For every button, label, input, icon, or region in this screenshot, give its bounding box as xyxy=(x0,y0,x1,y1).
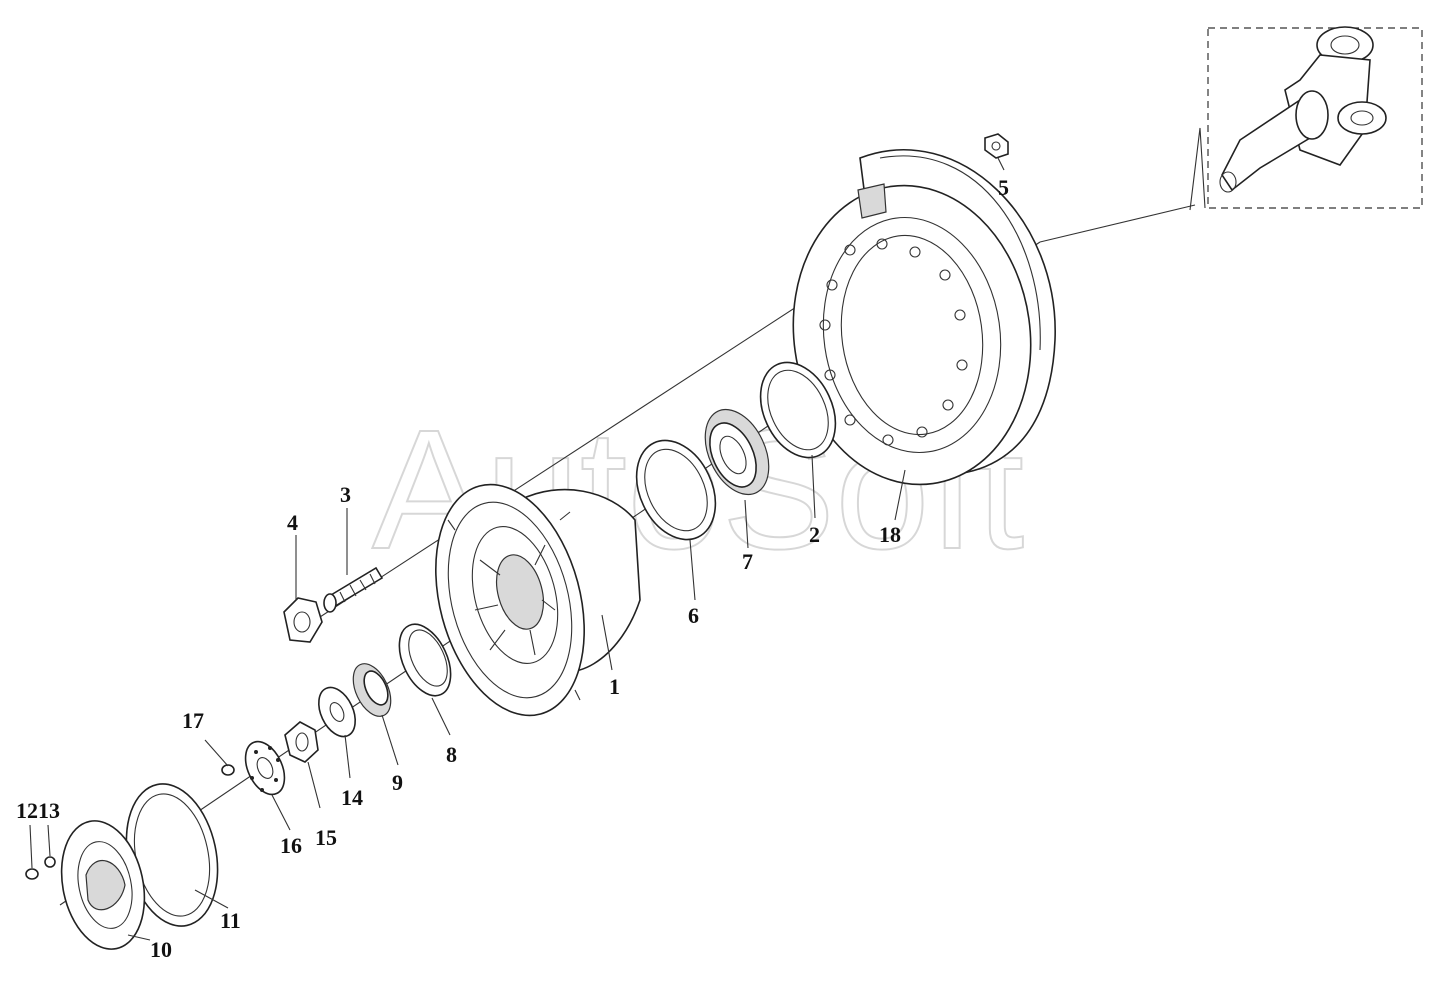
label-4: 4 xyxy=(287,510,298,535)
label-10: 10 xyxy=(150,937,172,962)
label-18: 18 xyxy=(879,522,901,547)
label-11: 11 xyxy=(220,908,241,933)
label-2: 2 xyxy=(809,522,820,547)
cap-part-10 xyxy=(60,820,146,950)
label-16: 16 xyxy=(280,833,302,858)
wheel-hub-part-1 xyxy=(435,483,641,717)
label-8: 8 xyxy=(446,742,457,767)
bearing-part-9 xyxy=(352,663,392,717)
screw-part-17 xyxy=(221,764,235,776)
part-labels: 4 3 5 1 2 6 7 18 8 9 14 15 16 17 11 10 1… xyxy=(16,175,1009,962)
brake-drum xyxy=(792,149,1056,486)
label-12-13: 1213 xyxy=(16,798,60,823)
label-15: 15 xyxy=(315,825,337,850)
bearing-race-part-6 xyxy=(635,439,717,541)
hub-ribs xyxy=(474,544,556,656)
steering-knuckle-inset xyxy=(1207,26,1423,209)
lock-plate-part-16 xyxy=(244,740,286,796)
bolt-parts-12-13 xyxy=(25,856,56,880)
label-14: 14 xyxy=(341,785,363,810)
label-1: 1 xyxy=(609,674,620,699)
nut-part-5 xyxy=(984,133,1009,159)
bearing-part-7 xyxy=(704,408,770,496)
nut-part-15 xyxy=(284,721,319,763)
wheel-stud-part-3 xyxy=(323,566,384,613)
label-3: 3 xyxy=(340,482,351,507)
drum-bolt-holes xyxy=(819,238,968,446)
label-9: 9 xyxy=(392,770,403,795)
label-5: 5 xyxy=(998,175,1009,200)
wheel-nut-part-4 xyxy=(283,597,323,643)
label-6: 6 xyxy=(688,603,699,628)
label-7: 7 xyxy=(742,549,753,574)
washer-part-14 xyxy=(318,686,356,738)
label-17: 17 xyxy=(182,708,204,733)
ring-part-8 xyxy=(398,623,452,697)
ring-part-2 xyxy=(759,361,837,459)
leader-lines xyxy=(29,157,1005,941)
